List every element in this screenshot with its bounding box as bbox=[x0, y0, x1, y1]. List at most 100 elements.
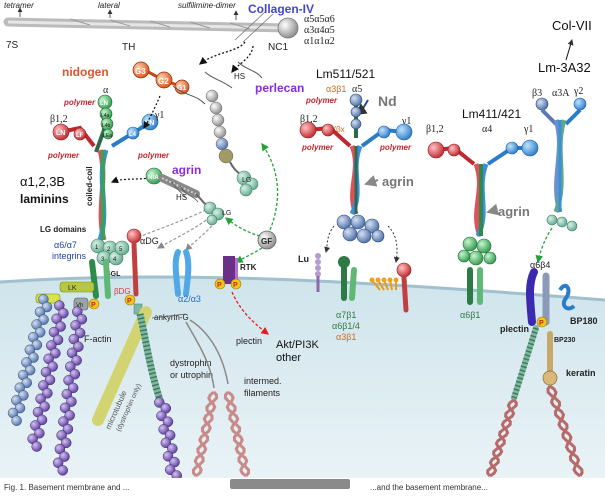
nidogen-g3-globule bbox=[132, 61, 150, 79]
filament-bead bbox=[71, 355, 82, 366]
collagen-sulfilimine-label: sulfilimine-dimer bbox=[178, 1, 236, 10]
lm332-gamma: γ2 bbox=[573, 86, 583, 97]
col7-label: Col-VII bbox=[552, 18, 592, 33]
lm511-polymer-left: polymer bbox=[301, 143, 334, 152]
coiled-coil-label: coiled-coil bbox=[85, 166, 94, 206]
filament-bead bbox=[31, 441, 42, 452]
plectin-right-label: plectin bbox=[500, 324, 529, 334]
lm511-int-2: α6β1/4 bbox=[332, 321, 360, 331]
alpha-dg-label: αDG bbox=[140, 236, 159, 246]
nidogen-laminin-arrow bbox=[143, 95, 161, 130]
filament-bead bbox=[65, 361, 76, 372]
rtk-p-right: P bbox=[233, 282, 238, 289]
collagen-tetramer-label: tetramer bbox=[4, 1, 34, 10]
collagen-nidogen-arrow bbox=[198, 41, 246, 65]
integrin-alpha6-receptor bbox=[89, 259, 111, 299]
filaments-label: filaments bbox=[244, 388, 281, 398]
filament-bead bbox=[67, 382, 79, 394]
filament-bead bbox=[60, 437, 72, 449]
filament-bead bbox=[59, 402, 71, 414]
plectin-left: plectin intermed. filaments bbox=[185, 319, 282, 398]
lk-label: LK bbox=[68, 285, 77, 292]
lm332-integrin: α6β4 bbox=[530, 260, 550, 270]
lg-domain-4: 4 bbox=[113, 257, 117, 263]
filament-bead bbox=[73, 341, 84, 352]
laminin-111-molecule: 1 2 3 4 5 α polymer β1,2 γ1 LN L4a L4b L… bbox=[20, 85, 170, 278]
filament-bead bbox=[64, 410, 75, 421]
laminin111-polymer-left: polymer bbox=[47, 151, 80, 160]
beta-dg-label: βDG bbox=[114, 287, 131, 296]
lm511-int-1: α7β1 bbox=[336, 310, 356, 320]
f-actin-strand-1 bbox=[7, 294, 53, 426]
collagen-th-label: TH bbox=[122, 42, 135, 53]
keratin-filaments bbox=[486, 384, 584, 478]
laminin111-beta-label: β1,2 bbox=[50, 114, 68, 125]
lm332-beta: β3 bbox=[532, 88, 542, 99]
agrin-nta-label: NtA bbox=[148, 175, 159, 181]
rtk-receptor: RTK P P bbox=[214, 256, 257, 290]
lg-domain-1: 1 bbox=[95, 245, 99, 251]
laminin111-polymer-right: polymer bbox=[137, 151, 170, 160]
dystrophin-label: dystrophin bbox=[170, 358, 212, 368]
collagen-iv-network: tetramer lateral sulfilimine-dimer Colla… bbox=[3, 1, 335, 53]
lg-to-receptor-arrow-3 bbox=[185, 217, 219, 251]
gf-to-perlecan-arrow bbox=[261, 142, 279, 231]
integrins-alpha-label: α6/α7 bbox=[54, 240, 77, 250]
laminin111-lf: LF bbox=[76, 133, 84, 139]
gf-to-agrin-arrow bbox=[224, 217, 261, 237]
sgl-label: SGL bbox=[106, 271, 121, 278]
lm411-gamma: γ1 bbox=[523, 124, 533, 135]
collagen-chains-2: α3α4α5 bbox=[304, 25, 335, 36]
lm511-avb: αVβx bbox=[326, 125, 345, 134]
filament-bead bbox=[66, 396, 77, 407]
laminin111-polymer-top: polymer bbox=[63, 98, 96, 107]
laminin111-l4b: L4b bbox=[102, 123, 111, 129]
rtk-label: RTK bbox=[240, 263, 257, 272]
filament-bead bbox=[74, 327, 86, 339]
lm511-lu: Lu bbox=[298, 254, 309, 264]
filament-bead bbox=[52, 457, 64, 469]
agrin-lg-label: LG bbox=[222, 210, 231, 217]
lm511-polymer-top: polymer bbox=[305, 96, 338, 105]
agrin-laminin-arrow bbox=[110, 176, 151, 184]
agrin-label: agrin bbox=[172, 163, 201, 177]
laminin111-l4: L4 bbox=[129, 132, 137, 138]
rtk-p-left: P bbox=[217, 282, 222, 289]
lm411-alpha: α4 bbox=[482, 124, 492, 135]
filament-strand bbox=[488, 398, 516, 478]
nidogen-molecule: G3 G2 G1 nidogen bbox=[62, 61, 190, 95]
collagen-lateral-label: lateral bbox=[98, 1, 120, 10]
agrin-molecule: NtA agrin HS LG bbox=[145, 163, 231, 226]
lg-domains-label: LG domains bbox=[40, 225, 87, 234]
lm511-agrin: agrin bbox=[382, 174, 414, 189]
nidogen-label: nidogen bbox=[62, 65, 109, 79]
alpha2-alpha3-label: α2/α3 bbox=[178, 294, 201, 304]
filament-bead bbox=[69, 368, 81, 380]
caption-left: Fig. 1. Basement membrane and ... bbox=[4, 483, 129, 492]
perlecan-lg-label: LG bbox=[242, 177, 251, 184]
agrin-hs-label: HS bbox=[176, 193, 187, 202]
filament-bead bbox=[59, 451, 70, 462]
collagen-iv-title: Collagen-IV bbox=[248, 2, 314, 16]
collagen-nc1-label: NC1 bbox=[268, 42, 288, 53]
perlecan-molecule: HS perlecan LG bbox=[172, 61, 304, 197]
filament-bead bbox=[76, 313, 88, 325]
keratin-label: keratin bbox=[566, 368, 596, 378]
collagen-nidogen-arrow-2 bbox=[231, 45, 254, 74]
bp180-label: BP180 bbox=[570, 316, 598, 326]
filament-bead bbox=[61, 388, 73, 400]
plectin-left-label: plectin bbox=[236, 336, 262, 346]
f-actin-strand-2 bbox=[27, 300, 69, 452]
laminin-511-molecule: Lm511/521 α3β1 α5 polymer β1,2 αVβx γ1 p… bbox=[298, 67, 414, 342]
integrin-p-label: P bbox=[91, 302, 96, 309]
laminin111-family-label: α1,2,3B bbox=[20, 174, 65, 189]
dg-p-label: P bbox=[127, 298, 132, 305]
laminin-411-molecule: Lm411/421 β1,2 α4 γ1 agrin α6β1 bbox=[426, 107, 539, 320]
filament-bead bbox=[56, 430, 67, 441]
laminin111-gamma-label: γ1 bbox=[154, 110, 164, 121]
lg-domain-2: 2 bbox=[107, 247, 111, 253]
caption-right: ...and the basement membrane... bbox=[370, 483, 488, 492]
nidogen-g2-globule bbox=[155, 71, 173, 89]
filament-bead bbox=[72, 306, 83, 317]
